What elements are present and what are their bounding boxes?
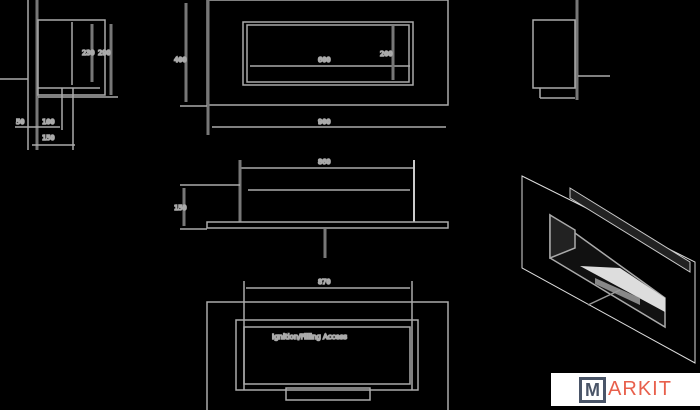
dim-label: 150 <box>42 134 55 142</box>
dim-label: 900 <box>318 118 331 126</box>
access-note: Ignition/Filling Access <box>272 333 347 341</box>
right-side-view <box>532 0 610 100</box>
top-view: 860 150 <box>173 157 449 258</box>
bottom-view: 870 Ignition/Filling Access <box>206 277 449 410</box>
dim-label: 150 <box>174 204 187 212</box>
dim-label: 100 <box>42 118 55 126</box>
logo-text: ARKIT <box>608 378 672 400</box>
dim-label: 50 <box>16 118 24 126</box>
dim-label: 870 <box>318 278 331 286</box>
fireplace-3d-render <box>521 175 696 364</box>
front-view: 400 600 200 900 <box>173 0 449 135</box>
left-side-view: 230 290 50 100 150 <box>0 0 118 150</box>
dim-label: 600 <box>318 56 331 64</box>
markit-logo: M ARKIT <box>551 373 700 406</box>
dim-label: 200 <box>380 50 393 58</box>
dim-label: 860 <box>318 158 331 166</box>
dim-label: 230 <box>82 49 95 57</box>
dim-label: 290 <box>98 49 111 57</box>
dim-label: 400 <box>174 56 187 64</box>
logo-box-letter: M <box>579 376 607 403</box>
